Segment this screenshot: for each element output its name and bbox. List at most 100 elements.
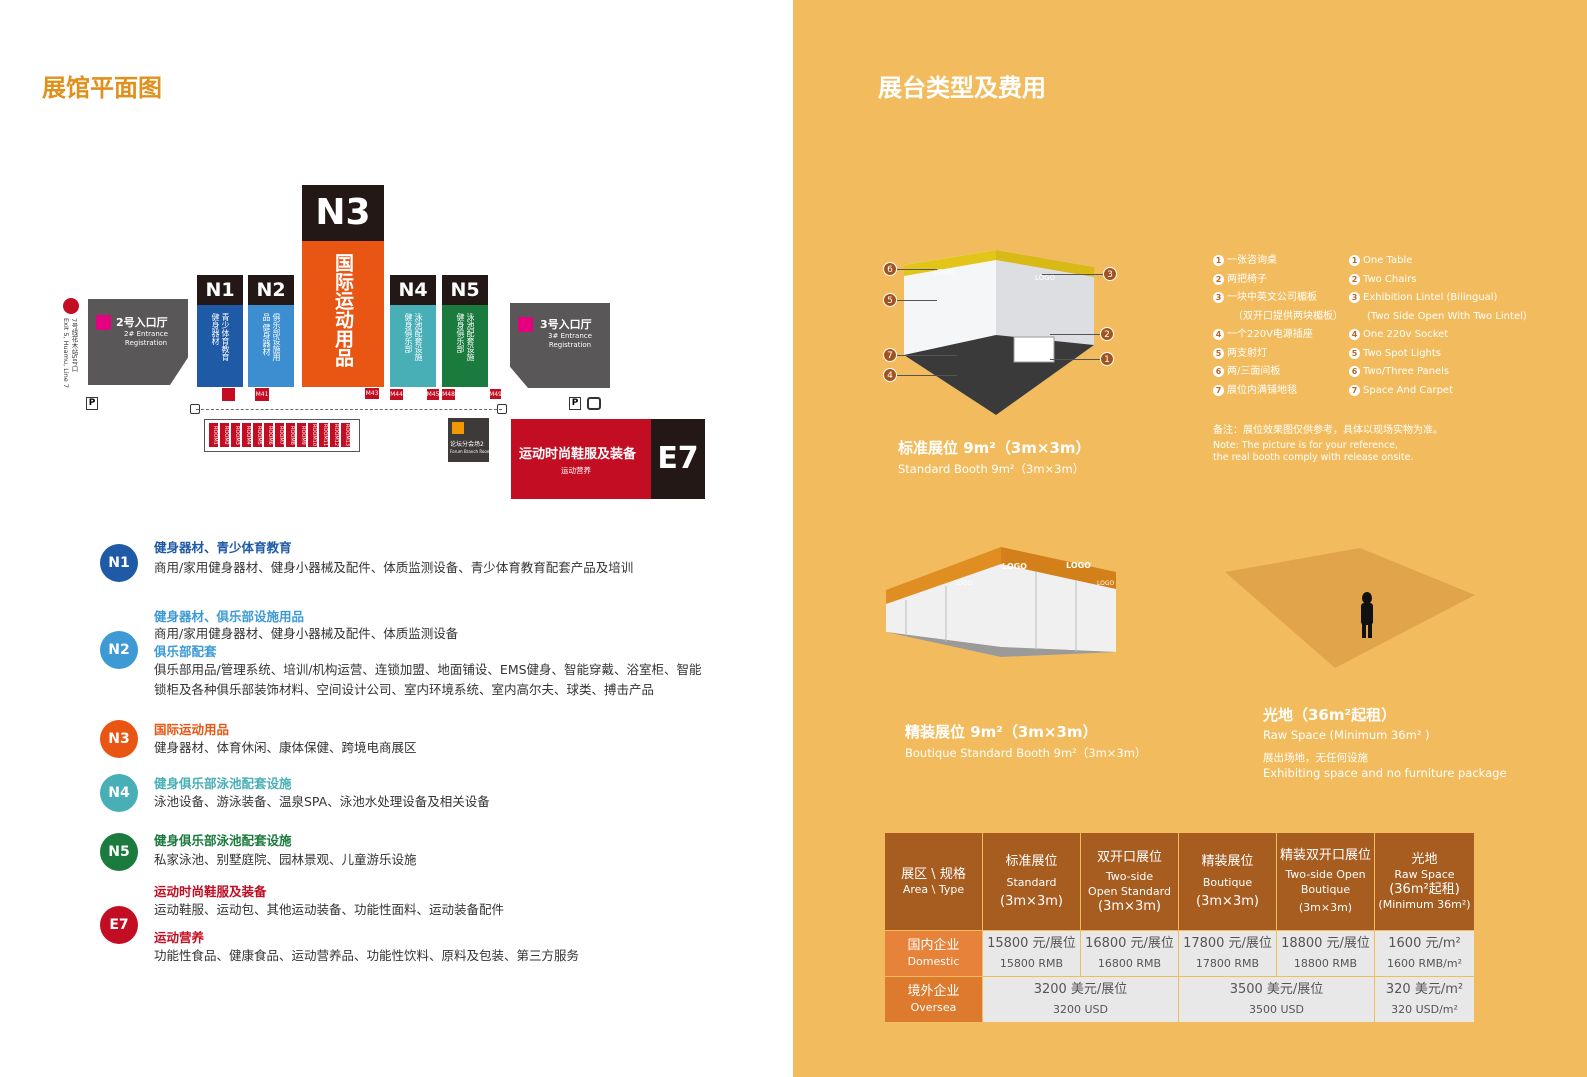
forum-icon <box>452 422 464 434</box>
hall-n2: N2 俱乐部设施用品 健身器材 <box>248 275 294 387</box>
row-label-cn: 国内企业 <box>907 937 960 953</box>
feature-en-2-text: Two Chairs <box>1363 273 1417 285</box>
shuttle-icon <box>190 404 200 414</box>
table-header-row: 展区 \ 规格 Area \ Type 标准展位 Standard (3m×3m… <box>884 832 1475 931</box>
legend-n4-title: 健身俱乐部泳池配套设施 <box>154 776 292 791</box>
note-en: Note: The picture is for your reference,… <box>1213 440 1414 464</box>
callout-6: 6 <box>883 262 897 276</box>
room: ROOM9 <box>297 423 306 447</box>
lintel-logo: LOGO <box>1035 274 1056 282</box>
hall-n1: N1 青少体育教育 健身器材 <box>197 275 243 387</box>
room: ROOM4 <box>242 423 251 447</box>
meeting-m43: M43 <box>365 388 379 399</box>
feature-en-6-text: Two/Three Panels <box>1363 366 1450 377</box>
hall-n4-code: N4 <box>390 275 436 305</box>
callout-line <box>897 269 937 270</box>
feature-en-7-text: Space And Carpet <box>1363 384 1453 396</box>
row-label-cn: 境外企业 <box>907 983 960 999</box>
price-cn: 3500 美元/展位 <box>1229 981 1324 997</box>
legend-n2-title: 健身器材、俱乐部设施用品 <box>154 609 305 624</box>
callout-4: 4 <box>883 368 897 382</box>
raw-space-title: 光地（36m²起租） <box>1263 706 1397 724</box>
walkway <box>196 409 502 410</box>
header-cn: 展区 \ 规格 <box>901 866 966 882</box>
metro-label: 7号线花木站5号口 Exit 5, Huamu, Line 7 <box>62 318 78 388</box>
raw-space-sub: Raw Space (Minimum 36m² ) <box>1263 728 1430 742</box>
price-en: 1600 RMB/m² <box>1386 956 1462 970</box>
parking-icon: P <box>569 397 581 410</box>
hall-n5-desc: 泳池配套设施 健身俱乐部 <box>456 313 475 361</box>
header-en: Area \ Type <box>902 882 965 896</box>
feature-cn-2-text: 两把椅子 <box>1227 273 1267 285</box>
callout-1: 1 <box>1100 352 1114 366</box>
legend-e7-text: 运动鞋服、运动包、其他运动装备、功能性面料、运动装备配件 <box>154 902 505 917</box>
boutique-booth-sub: Boutique Standard Booth 9m²（3m×3m） <box>905 746 1147 760</box>
feature-num: 2 <box>1213 273 1224 285</box>
standard-booth-sub: Standard Booth 9m²（3m×3m） <box>898 462 1085 476</box>
feature-cn-4-text: 一个220V电源插座 <box>1227 329 1313 340</box>
metro-label-en: Exit 5, Huamu, Line 7 <box>62 318 70 388</box>
forum-title: 论坛分会场2 <box>450 441 484 448</box>
hall-e7-sub: 运动营养 <box>561 466 591 475</box>
legend-n5-badge: N5 <box>100 833 138 871</box>
feature-cn-6-text: 两/三面间板 <box>1227 366 1281 377</box>
entrance-3-title: 3号入口厅 <box>540 318 592 331</box>
metro-label-cn: 7号线花木站5号口 <box>70 318 78 372</box>
hall-n4: N4 泳池配套设施 健身俱乐部 <box>390 275 436 387</box>
feature-num: 6 <box>1349 366 1360 377</box>
left-page: 展馆平面图 7号线花木站5号口 Exit 5, Huamu, Line 7 2号… <box>0 0 793 1077</box>
room: ROOM1 <box>209 423 218 447</box>
callout-3: 3 <box>1103 267 1117 281</box>
legend-e7-badge: E7 <box>100 906 138 944</box>
header-en2: Open Standard <box>1088 884 1171 898</box>
hall-e7: 运动时尚鞋服及装备 运动营养 <box>511 419 651 499</box>
price-en: 15800 RMB <box>999 956 1064 970</box>
header-raw-space: 光地 Raw Space (36m²起租) (Minimum 36m²) <box>1374 832 1475 931</box>
feature-en-1-text: One Table <box>1363 255 1413 266</box>
shuttle-icon <box>497 404 507 414</box>
feature-en-3b-text: (Two Side Open With Two Lintel) <box>1367 310 1527 322</box>
legend-n4-badge: N4 <box>100 774 138 812</box>
price-cn: 320 美元/m² <box>1385 981 1464 997</box>
parking-icon: P <box>86 397 98 410</box>
legend-e7-text2: 功能性食品、健康食品、运动营养品、功能性饮料、原料及包装、第三方服务 <box>154 948 580 963</box>
legend-n5-title: 健身俱乐部泳池配套设施 <box>154 833 292 848</box>
note-cn: 备注：展位效果图仅供参考，具体以现场实物为准。 <box>1213 425 1443 436</box>
hall-n4-desc: 泳池配套设施 健身俱乐部 <box>404 313 423 361</box>
room: ROOM6 <box>264 423 273 447</box>
price-en: 17800 RMB <box>1195 956 1260 970</box>
registration-icon <box>96 315 111 330</box>
header-en: Standard <box>1006 876 1057 889</box>
meeting-m49: M49 <box>489 389 502 399</box>
booth-types-title: 展台类型及费用 <box>878 74 1046 102</box>
header-boutique: 精装展位 Boutique (3m×3m) <box>1178 832 1277 931</box>
metro-icon <box>63 298 79 314</box>
hall-n1-code: N1 <box>197 275 243 305</box>
lintel-logo: LOGO <box>1002 562 1027 571</box>
row-overseas-label: 境外企业 Oversea <box>884 976 983 1023</box>
header-standard: 标准展位 Standard (3m×3m) <box>982 832 1081 931</box>
meeting-m48: M48 <box>442 389 455 400</box>
entrance-2-title: 2号入口厅 <box>116 316 168 329</box>
callout-line <box>1050 359 1100 360</box>
hall-n3-desc: 国际运动用品 <box>332 253 354 367</box>
price-en: 16800 RMB <box>1097 956 1162 970</box>
header-cn: 精装展位 <box>1201 854 1254 869</box>
feature-cn-3b-text: （双开口提供两块楣板） <box>1233 310 1343 322</box>
price-table: 展区 \ 规格 Area \ Type 标准展位 Standard (3m×3m… <box>884 832 1475 1023</box>
feature-num: 1 <box>1349 255 1360 266</box>
